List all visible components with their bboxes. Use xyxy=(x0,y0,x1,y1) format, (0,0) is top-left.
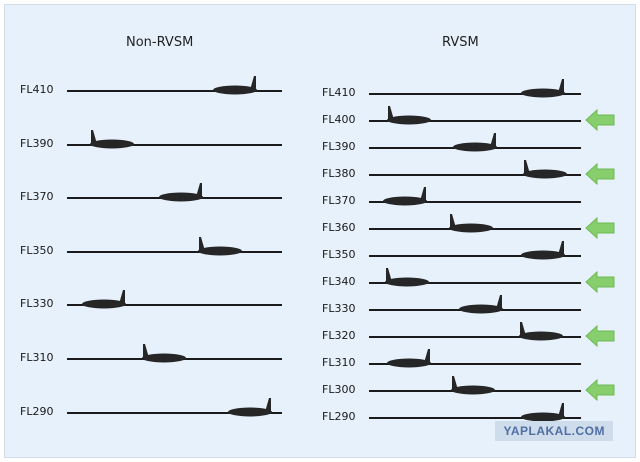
right-level-line xyxy=(369,282,581,284)
left-arrow-icon xyxy=(585,216,615,244)
aircraft-icon xyxy=(139,342,189,369)
left-label-fl410: FL410 xyxy=(20,83,54,96)
aircraft-icon xyxy=(384,347,434,374)
aircraft-icon xyxy=(384,104,434,131)
left-level-line xyxy=(67,143,282,146)
left-level-line xyxy=(67,250,282,253)
right-label-fl360: FL360 xyxy=(322,221,356,234)
aircraft-icon xyxy=(456,293,506,320)
left-arrow-icon xyxy=(585,270,615,298)
aircraft-icon xyxy=(79,288,129,315)
diagram-panel: Non-RVSM RVSM FL410 FL390 FL370 FL350 FL… xyxy=(4,4,636,458)
aircraft-icon xyxy=(450,131,500,158)
aircraft-icon xyxy=(210,74,260,101)
aircraft-icon xyxy=(87,128,137,155)
left-label-fl390: FL390 xyxy=(20,136,54,150)
left-label-fl290: FL290 xyxy=(20,404,54,418)
right-label-fl350: FL350 xyxy=(322,248,356,261)
non-rvsm-title: Non-RVSM xyxy=(126,35,194,50)
right-label-fl290: FL290 xyxy=(322,410,356,423)
right-label-fl320: FL320 xyxy=(322,329,356,342)
right-level-line xyxy=(369,120,581,122)
aircraft-icon xyxy=(446,212,496,239)
right-level-line xyxy=(369,336,581,338)
left-level-line xyxy=(67,304,282,307)
right-label-fl390: FL390 xyxy=(322,140,356,153)
aircraft-icon xyxy=(382,266,432,293)
left-label-fl350: FL350 xyxy=(20,243,54,257)
left-arrow-icon xyxy=(585,162,615,190)
left-arrow-icon xyxy=(585,108,615,136)
right-level-line xyxy=(369,93,581,95)
right-label-fl380: FL380 xyxy=(322,167,356,180)
left-arrow-icon xyxy=(585,378,615,406)
aircraft-icon xyxy=(520,158,570,185)
right-label-fl300: FL300 xyxy=(322,383,356,396)
aircraft-icon xyxy=(516,320,566,347)
right-label-fl410: FL410 xyxy=(322,86,356,99)
right-level-line xyxy=(369,363,581,365)
aircraft-icon xyxy=(518,239,568,266)
aircraft-icon xyxy=(518,401,568,428)
right-level-line xyxy=(369,255,581,257)
left-label-fl330: FL330 xyxy=(20,297,54,311)
watermark: YAPLAKAL.COM xyxy=(495,421,613,441)
right-level-line xyxy=(369,174,581,176)
aircraft-icon xyxy=(195,235,245,262)
right-label-fl330: FL330 xyxy=(322,302,356,315)
left-level-line xyxy=(67,411,282,414)
right-level-line xyxy=(369,201,581,203)
left-level-line xyxy=(67,90,282,92)
right-label-fl370: FL370 xyxy=(322,194,356,207)
right-label-fl310: FL310 xyxy=(322,356,356,369)
left-label-fl370: FL370 xyxy=(20,190,54,204)
left-label-fl310: FL310 xyxy=(20,351,54,364)
left-arrow-icon xyxy=(585,324,615,352)
rvsm-title: RVSM xyxy=(442,35,479,50)
aircraft-icon xyxy=(156,181,206,208)
right-label-fl400: FL400 xyxy=(322,113,356,126)
aircraft-icon xyxy=(225,396,275,423)
aircraft-icon xyxy=(448,374,498,401)
aircraft-icon xyxy=(518,77,568,104)
right-label-fl340: FL340 xyxy=(322,275,356,288)
aircraft-icon xyxy=(380,185,430,212)
right-level-line xyxy=(369,417,581,419)
